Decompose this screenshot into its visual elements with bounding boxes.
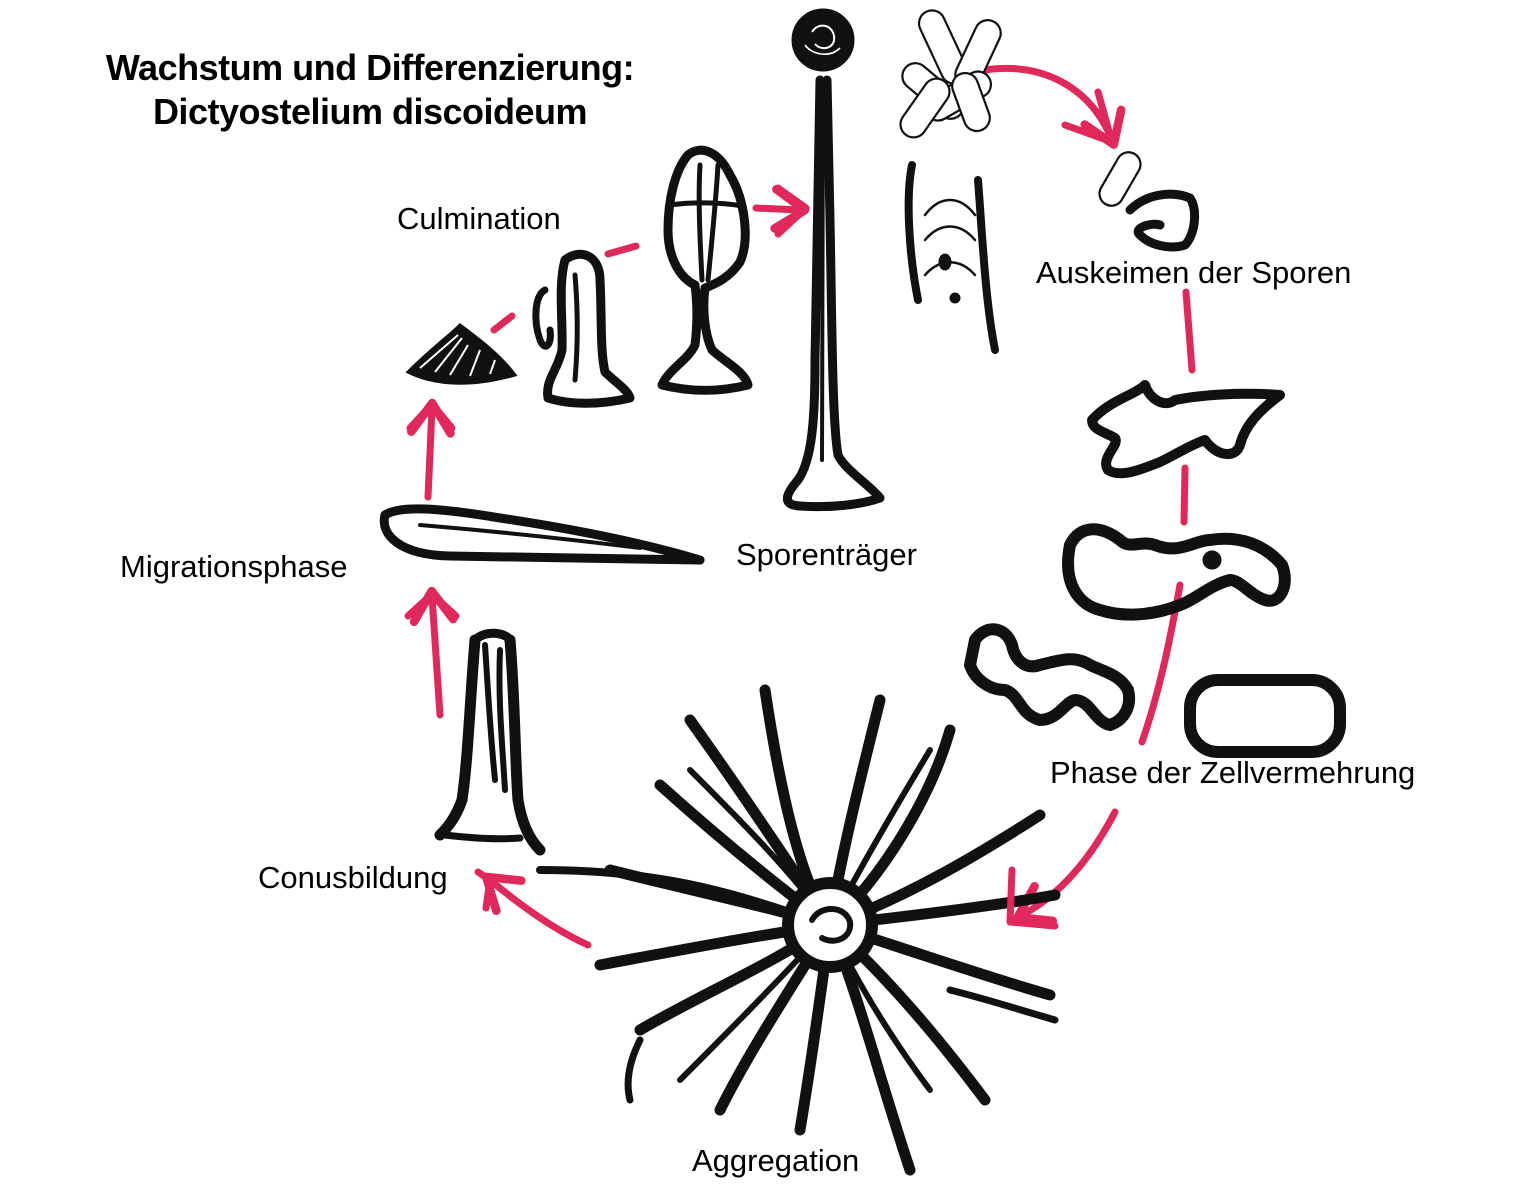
- amoeba-3: [964, 623, 1135, 731]
- mound-shape: [405, 323, 518, 385]
- culmination-late: [657, 145, 753, 395]
- label-culmination: Culmination: [397, 201, 561, 236]
- diagram-title: Wachstum und Differenzierung: Dictyostel…: [30, 46, 710, 134]
- arrow-spores-to-germination: [981, 64, 1126, 149]
- amoeba-1: [1087, 380, 1285, 479]
- amoeba-4: [1184, 674, 1346, 758]
- arrow-germination-to-amoeba: [1182, 288, 1196, 374]
- label-zellvermehrung: Phase der Zellvermehrung: [1050, 755, 1416, 790]
- culmination-early: [532, 249, 635, 408]
- label-sporenkeimung: Auskeimen der Sporen: [1036, 255, 1352, 290]
- label-migration: Migrationsphase: [120, 549, 348, 584]
- title-line-2: Dictyostelium discoideum: [152, 91, 588, 132]
- stalk-detail: [904, 161, 999, 354]
- arrow-culmination-dash: [604, 242, 640, 258]
- sorocarp: [782, 8, 885, 512]
- aggregation-center: [782, 877, 878, 973]
- amoebae: [964, 380, 1346, 758]
- arrow-cone-to-migration: [409, 586, 458, 719]
- arrow-mound-to-culmination: [490, 312, 516, 334]
- arrow-vegetative-to-aggregation: [1013, 808, 1119, 926]
- label-sporentraeger: Sporenträger: [736, 537, 917, 572]
- label-conusbildung: Conusbildung: [258, 860, 448, 895]
- arrow-amoeba-to-amoeba: [1180, 464, 1189, 526]
- spores: [899, 9, 1142, 207]
- cycle-arrow-heads: [404, 88, 1116, 930]
- label-aggregation: Aggregation: [692, 1143, 860, 1178]
- arrow-migration-to-mound: [407, 398, 455, 501]
- title-line-1: Wachstum und Differenzierung:: [105, 47, 635, 88]
- arrow-aggregation-to-cone: [481, 872, 592, 949]
- germinating-amoeba: [1125, 189, 1200, 252]
- amoeba-2: [1062, 523, 1291, 621]
- arrow-culmination-to-sorocarp: [752, 185, 810, 233]
- migrating-slug: [379, 504, 705, 565]
- cone-shape: [434, 628, 546, 856]
